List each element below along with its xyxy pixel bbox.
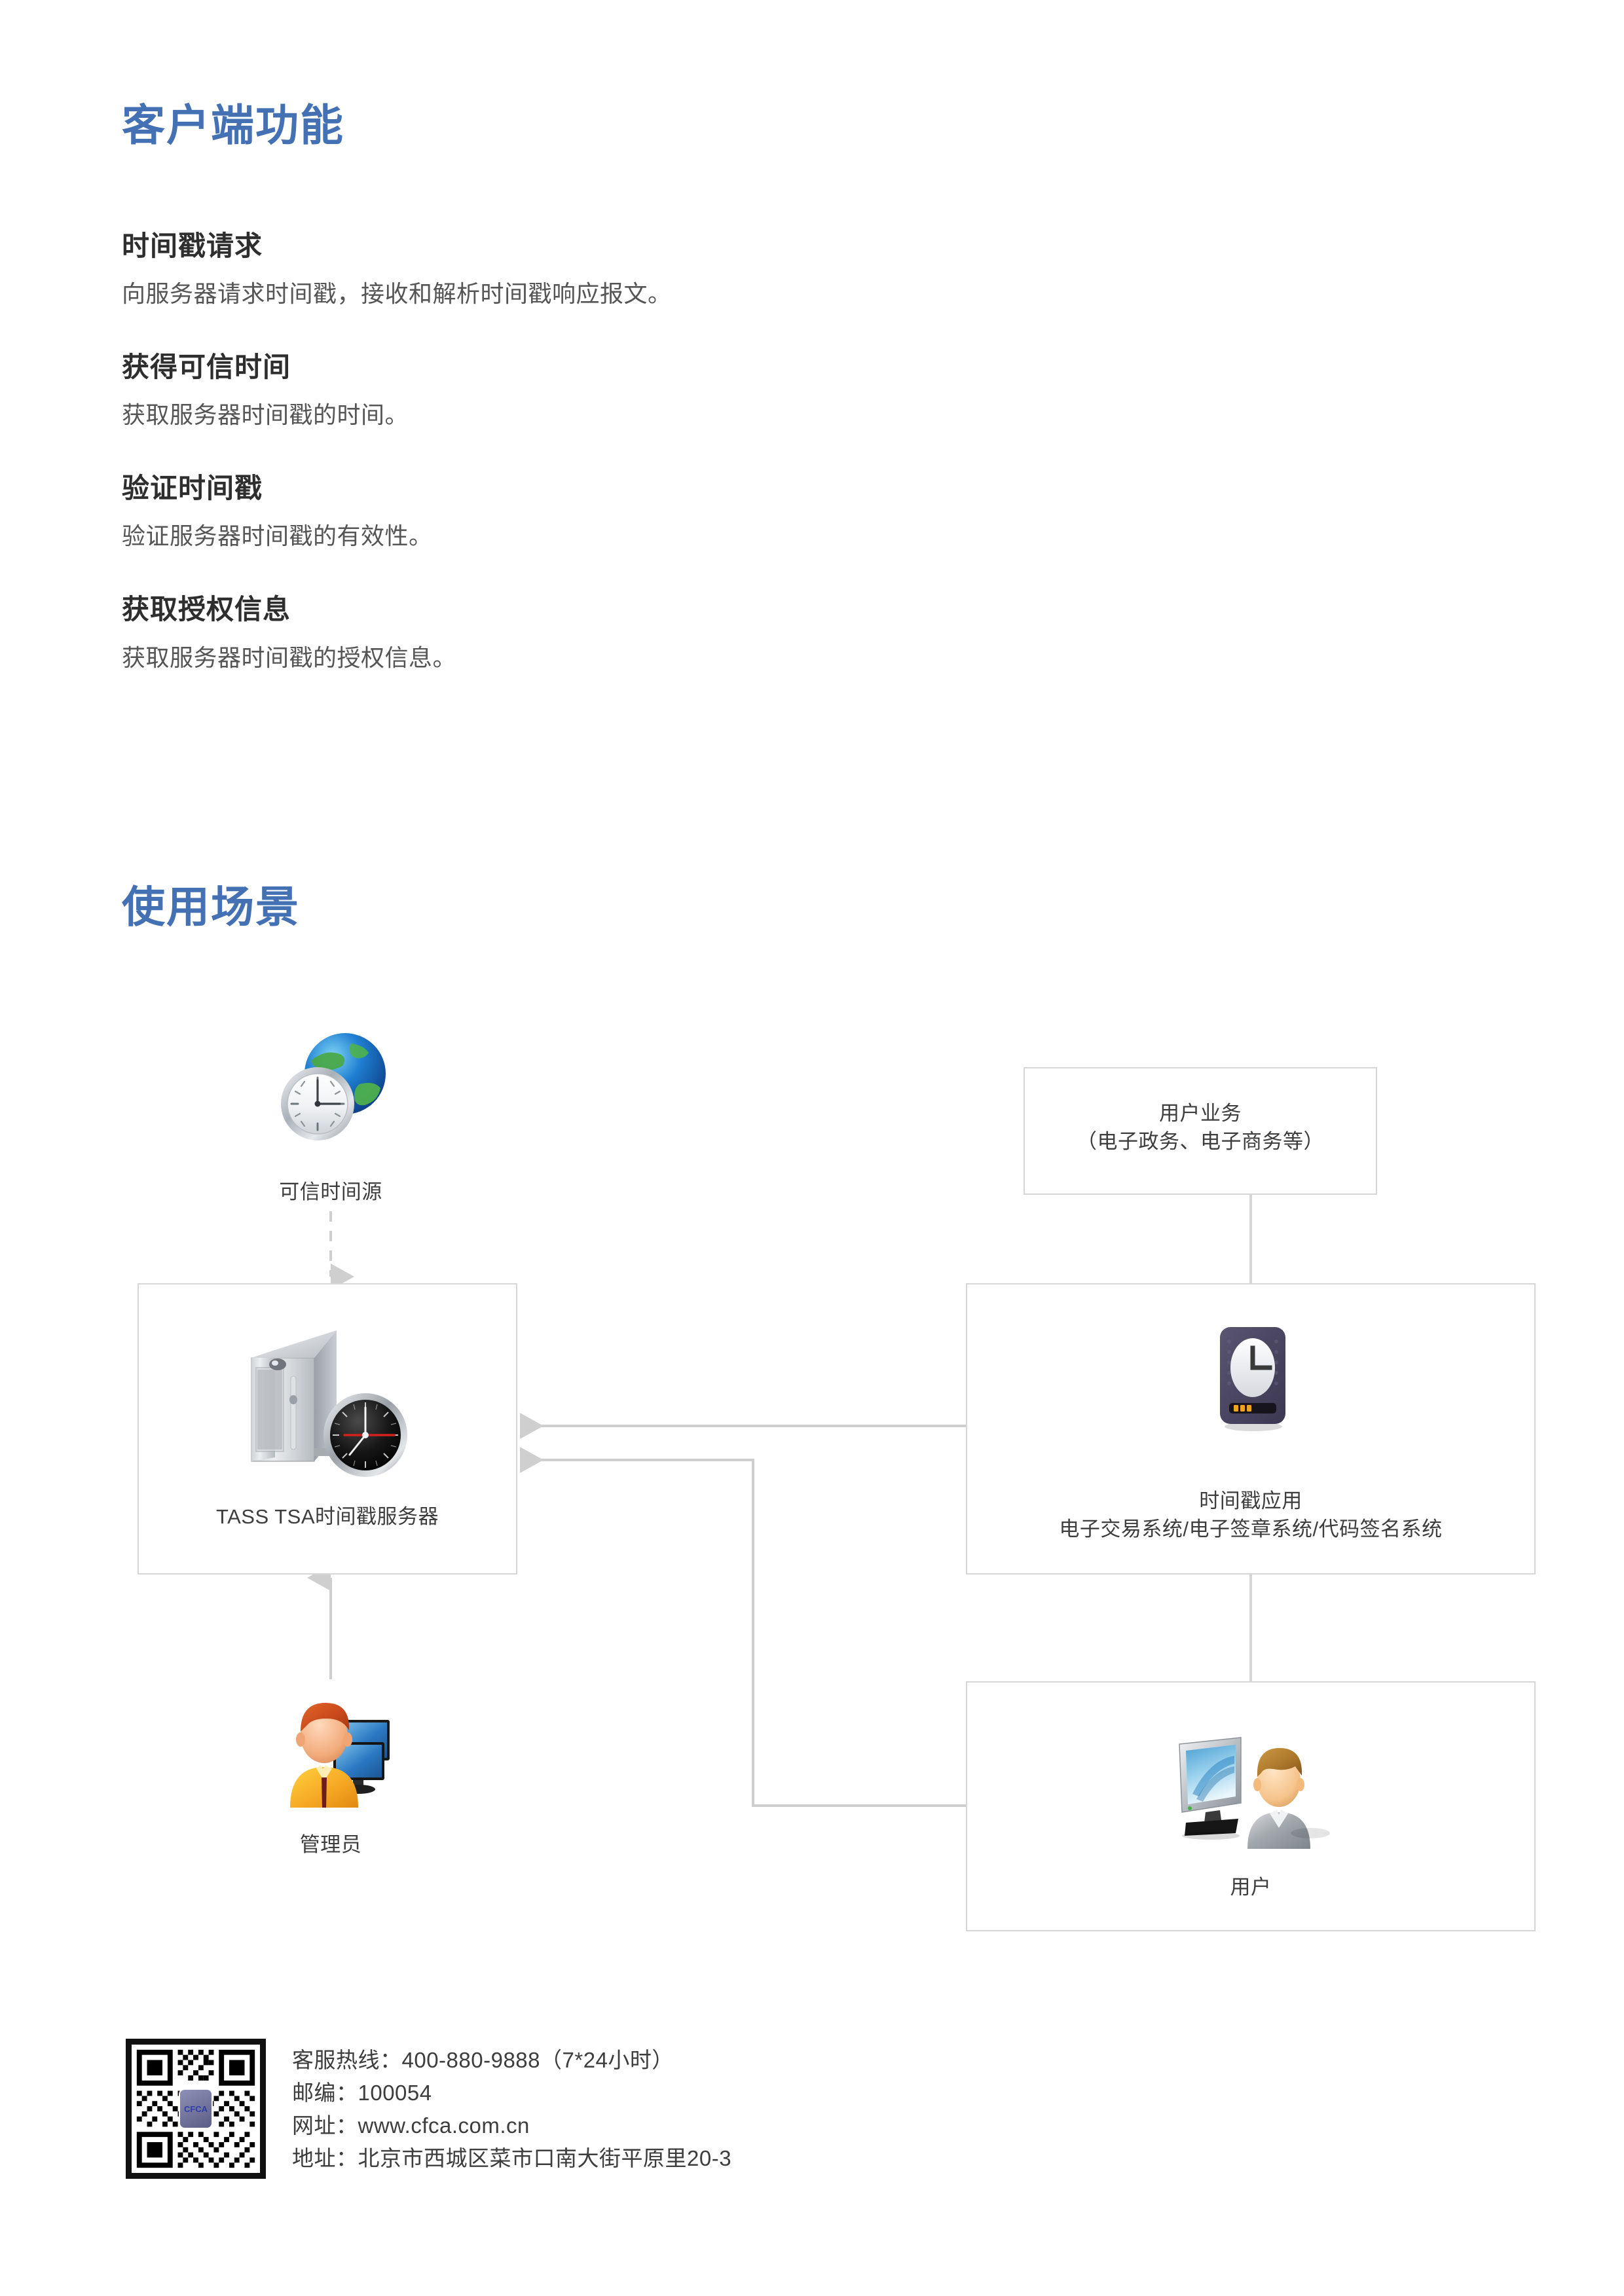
admin-person-monitors-icon: [265, 1679, 403, 1810]
footer-contact-block: CFCA 客服热线：400-880-9888（7*24小时） 邮编：100054…: [126, 2039, 731, 2179]
contact-hotline: 客服热线：400-880-9888（7*24小时）: [292, 2048, 674, 2072]
diagram-node-administrator-label: 管理员: [299, 1833, 362, 1856]
diagram-box-user-business-text: 用户业务 （电子政务、电子商务等）: [1025, 1100, 1376, 1156]
feature-item: 获得可信时间 获取服务器时间戳的时间。: [122, 352, 1039, 431]
diagram-node-administrator: 管理员: [216, 1679, 445, 1869]
diagram-node-time-source: 可信时间源: [216, 1021, 445, 1218]
qr-code[interactable]: CFCA: [126, 2039, 266, 2179]
feature-description: 验证服务器时间戳的有效性。: [122, 522, 433, 550]
contact-postcode: 邮编：100054: [292, 2081, 432, 2105]
feature-item: 获取授权信息 获取服务器时间戳的授权信息。: [122, 594, 1039, 673]
diagram-box-tsa-server: TASS TSA时间戳服务器: [138, 1283, 517, 1575]
diagram-node-time-source-label: 可信时间源: [279, 1180, 382, 1203]
timestamp-app-line1: 时间戳应用: [1199, 1489, 1302, 1512]
feature-title: 验证时间戳: [122, 473, 263, 504]
client-feature-list: 时间戳请求 向服务器请求时间戳，接收和解析时间戳响应报文。 获得可信时间 获取服…: [122, 230, 1039, 715]
feature-title: 时间戳请求: [122, 230, 263, 261]
feature-description: 向服务器请求时间戳，接收和解析时间戳响应报文。: [122, 280, 672, 308]
timestamp-app-line2: 电子交易系统/电子签章系统/代码签名系统: [1059, 1517, 1443, 1540]
user-business-line2: （电子政务、电子商务等）: [1077, 1129, 1324, 1153]
connector-user-to-server: [520, 1447, 966, 1807]
contact-address: 地址：北京市西城区菜市口南大街平原里20-3: [292, 2146, 732, 2171]
section-heading-usage-scenario: 使用场景: [122, 883, 300, 931]
diagram-connectors: [307, 1195, 1252, 1807]
cfca-logo-icon: CFCA: [180, 2090, 212, 2128]
contact-lines: 客服热线：400-880-9888（7*24小时） 邮编：100054 网址：w…: [292, 2039, 731, 2176]
diagram-box-timestamp-app: 时间戳应用 电子交易系统/电子签章系统/代码签名系统: [966, 1283, 1536, 1575]
feature-title: 获得可信时间: [122, 352, 291, 383]
usage-scenario-diagram: 可信时间源 用户业务 （电子政务、电子商务等）: [0, 1002, 1624, 1931]
diagram-box-end-user-label: 用户: [1230, 1876, 1272, 1899]
feature-title: 获取授权信息: [122, 594, 291, 625]
user-business-line1: 用户业务: [1159, 1102, 1242, 1125]
server-clock-icon: [237, 1319, 427, 1495]
feature-item: 时间戳请求 向服务器请求时间戳，接收和解析时间戳响应报文。: [122, 230, 1039, 310]
user-person-monitor-icon: [1170, 1721, 1334, 1851]
diagram-box-end-user: 用户: [966, 1681, 1536, 1931]
feature-description: 获取服务器时间戳的授权信息。: [122, 644, 457, 671]
diagram-box-user-business: 用户业务 （电子政务、电子商务等）: [1024, 1067, 1377, 1195]
qr-code-frame: CFCA: [126, 2039, 266, 2179]
clock-app-icon: [1209, 1321, 1295, 1432]
contact-website[interactable]: 网址：www.cfca.com.cn: [292, 2113, 530, 2138]
feature-description: 获取服务器时间戳的时间。: [122, 401, 409, 429]
diagram-box-timestamp-app-text: 时间戳应用 电子交易系统/电子签章系统/代码签名系统: [967, 1487, 1534, 1544]
section-heading-client-features: 客户端功能: [122, 101, 344, 149]
feature-item: 验证时间戳 验证服务器时间戳的有效性。: [122, 473, 1039, 552]
globe-clock-icon: [272, 1027, 396, 1164]
diagram-box-tsa-server-label: TASS TSA时间戳服务器: [215, 1505, 439, 1528]
